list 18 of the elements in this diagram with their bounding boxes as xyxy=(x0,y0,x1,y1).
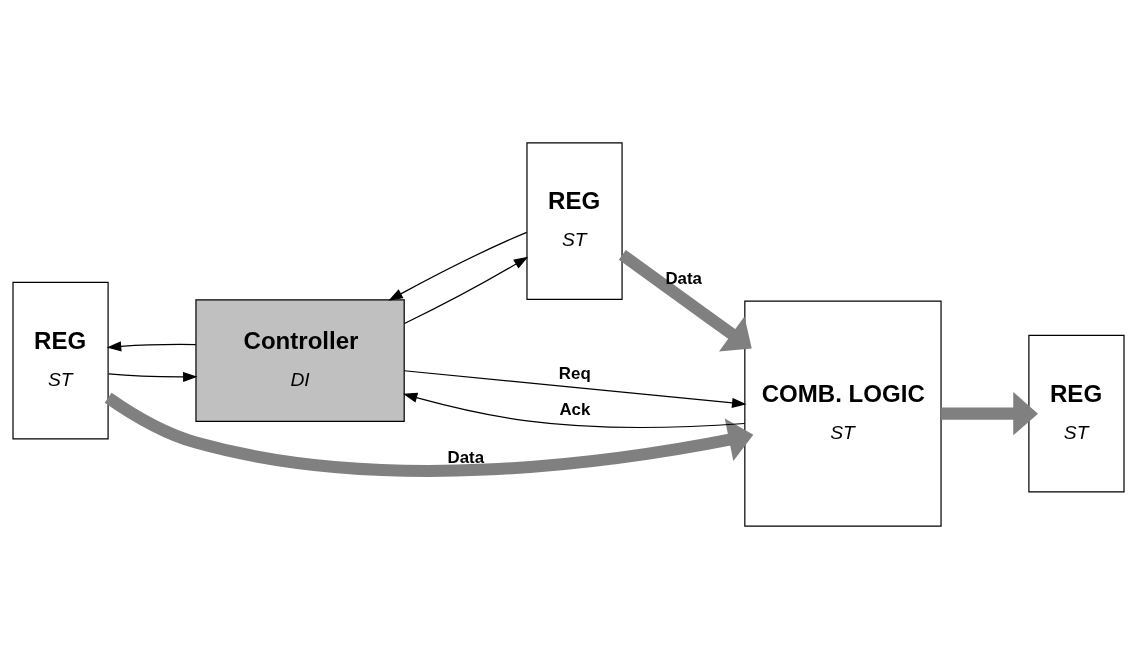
arrow xyxy=(388,231,528,301)
edge-label: Data xyxy=(665,268,702,288)
arrow xyxy=(106,341,197,352)
arrow xyxy=(618,249,752,352)
arrow xyxy=(108,371,198,382)
arrow xyxy=(104,392,754,477)
arrow xyxy=(403,256,529,325)
edge-label: Req xyxy=(558,363,591,383)
node-box: REG ST xyxy=(12,281,109,440)
node-box: REG ST xyxy=(526,142,623,300)
node-box: Controller DI xyxy=(195,299,405,423)
arrow xyxy=(402,392,746,429)
edge-label: Data xyxy=(447,448,485,468)
node-box: REG ST xyxy=(1028,334,1125,493)
node-box: COMB. LOGIC ST xyxy=(744,300,942,527)
arrow xyxy=(941,391,1039,436)
edge-label: Ack xyxy=(559,400,591,420)
arrow xyxy=(403,370,747,408)
